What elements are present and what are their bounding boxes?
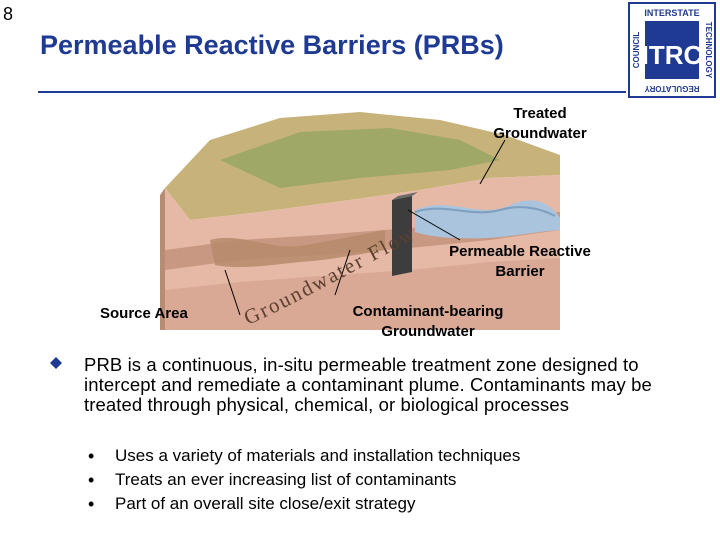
itrc-logo: INTERSTATE REGULATORY COUNCIL TECHNOLOGY…: [628, 2, 716, 98]
slide-number: 8: [3, 4, 13, 25]
treated-groundwater-label: Treated Groundwater: [470, 104, 610, 144]
logo-right-text: TECHNOLOGY: [704, 22, 713, 79]
sub-bullet-text: Part of an overall site close/exit strat…: [115, 494, 415, 513]
diamond-bullet-icon: [50, 357, 62, 369]
sub-bullet: • Uses a variety of materials and instal…: [88, 444, 688, 468]
main-bullet-text: PRB is a continuous, in-situ permeable t…: [84, 355, 690, 415]
logo-top-text: INTERSTATE: [644, 8, 699, 18]
permeable-reactive-barrier-label: Permeable Reactive Barrier: [440, 242, 600, 282]
bullet-dot-icon: •: [88, 444, 94, 468]
slide-title: Permeable Reactive Barriers (PRBs): [40, 30, 504, 61]
logo-bottom-text: REGULATORY: [644, 84, 700, 93]
sub-bullet: • Part of an overall site close/exit str…: [88, 492, 688, 516]
title-divider: [38, 91, 626, 93]
sub-bullet-text: Treats an ever increasing list of contam…: [115, 470, 456, 489]
bullet-dot-icon: •: [88, 468, 94, 492]
contaminant-bearing-groundwater-label: Contaminant-bearing Groundwater: [328, 302, 528, 342]
logo-left-text: COUNCIL: [632, 32, 641, 69]
sub-bullet-text: Uses a variety of materials and installa…: [115, 446, 520, 465]
sub-bullet-list: • Uses a variety of materials and instal…: [88, 444, 688, 516]
main-bullet: PRB is a continuous, in-situ permeable t…: [50, 355, 690, 415]
source-area-label: Source Area: [100, 304, 210, 324]
logo-main-text: ITRC: [642, 40, 703, 70]
bullet-dot-icon: •: [88, 492, 94, 516]
sub-bullet: • Treats an ever increasing list of cont…: [88, 468, 688, 492]
